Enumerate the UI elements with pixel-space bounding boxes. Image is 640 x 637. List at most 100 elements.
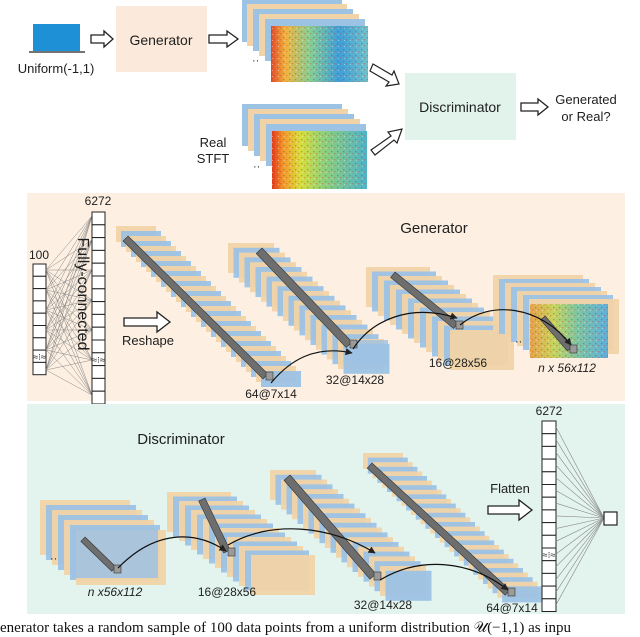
- gen-l1-bar: [122, 235, 269, 380]
- flat-vector-cell: [541, 433, 557, 447]
- fc-vector-cell: [91, 275, 106, 290]
- flatten-arrow: [487, 498, 534, 522]
- flat-vector-cell: [541, 572, 557, 587]
- disc-connector-1: [117, 536, 227, 569]
- noise-input-box: [33, 24, 80, 51]
- generator-to-samples-arrow: [208, 29, 240, 49]
- flat-vector-cell: [541, 496, 557, 511]
- flat-vector-cell: [541, 534, 557, 549]
- fc-vector-cell: [91, 237, 106, 251]
- gen-l4-bar: [540, 315, 573, 352]
- fully-connected-lines: [45, 215, 93, 396]
- flat-vector-cell: [541, 585, 557, 600]
- overview-section: Uniform(-1,1) Generator ·· Discriminator…: [18, 0, 617, 189]
- gen-connector-2: [352, 311, 458, 350]
- disc-l2-map: [251, 555, 315, 595]
- gen-layer-32x14x28: [228, 243, 390, 374]
- disc-l1-bar: [80, 536, 117, 572]
- generator-box-label: Generator: [129, 32, 192, 48]
- fc-vector-cell: [91, 224, 106, 239]
- disc-layer-4-label: 64@7x14: [486, 601, 538, 615]
- svg-text:··: ··: [252, 55, 259, 67]
- flat-vector-ellipsis: ≈⁝≈: [543, 550, 556, 560]
- input-vector-cell: [32, 361, 47, 376]
- flat-vector-cell: [541, 509, 557, 524]
- disc-l3-map: [385, 570, 432, 601]
- disc-connector-3: [379, 563, 509, 591]
- real-sample-stack: ··: [242, 104, 367, 189]
- disc-l1-bar-face: [113, 564, 122, 574]
- generated-sample-stack: ··: [242, 0, 368, 82]
- fc-vector-ellipsis: ≈⁝≈: [92, 355, 105, 365]
- fc-size-label: 6272: [85, 194, 112, 208]
- input-vector-cell: [32, 263, 47, 277]
- discriminator-panel: Discriminator ·· n x56x112 16@28x56 32@1…: [27, 404, 625, 615]
- flatten-label: Flatten: [490, 481, 530, 496]
- disc-layer-3-label: 32@14x28: [354, 598, 413, 612]
- flat-vector-cell: [541, 458, 557, 473]
- fc-vector-cell: [91, 262, 106, 277]
- gen-l4-bar-face: [569, 344, 578, 354]
- disc-layer-1-label: n x56x112: [88, 585, 143, 599]
- output-unit: [603, 511, 618, 526]
- generator-panel: Generator 100 ≈⁝≈ 6272 ≈⁝≈ Fully-connect…: [27, 193, 625, 405]
- svg-text:··: ··: [253, 161, 260, 173]
- input-vector-cell: [32, 275, 47, 290]
- discriminator-panel-title: Discriminator: [137, 431, 225, 448]
- input-vector-cell: [32, 288, 47, 302]
- input-vector-cell: [32, 300, 47, 314]
- disc-l3-bar: [283, 474, 377, 580]
- gen-layer-output: ··: [493, 275, 619, 358]
- real-to-discriminator-arrow: [370, 128, 403, 156]
- svg-text:··: ··: [50, 553, 57, 565]
- fc-vector-cell: [91, 288, 106, 303]
- disc-layer-64x7x14: [363, 453, 543, 603]
- discriminator-box: [405, 73, 516, 140]
- output-connection-lines: [555, 426, 605, 605]
- svg-text:··: ··: [515, 336, 522, 348]
- flat-vector: ≈⁝≈: [541, 420, 557, 612]
- fc-vector-cell: [91, 326, 106, 341]
- gen-l2-front: [352, 340, 388, 365]
- disc-l2-bar: [198, 497, 231, 554]
- output-label-line2: or Real?: [561, 109, 610, 124]
- input-vector-cell: [32, 312, 47, 327]
- fc-vector-cell: [91, 301, 106, 315]
- disc-layer-2-label: 16@28x56: [198, 585, 257, 599]
- gen-layer-16x28x56: [366, 267, 514, 370]
- gen-layer-1-label: 64@7x14: [245, 387, 297, 401]
- flat-vector-cell: [541, 471, 557, 485]
- discriminator-box-label: Discriminator: [419, 99, 501, 115]
- noise-label: Uniform(-1,1): [18, 61, 95, 76]
- fc-vector-cell: [91, 377, 106, 392]
- flat-vector-cell: [541, 420, 557, 435]
- gen-l3-bar-face: [455, 320, 464, 330]
- input-vector-cell: [32, 325, 47, 339]
- input-vector-ellipsis: ≈⁝≈: [33, 352, 46, 362]
- output-label-line1: Generated: [555, 92, 616, 107]
- flat-size-label: 6272: [536, 404, 563, 418]
- fc-vector-cell: [91, 211, 106, 226]
- gen-l3-map: [450, 330, 514, 370]
- fc-vector-cell: [91, 313, 106, 328]
- input-vector: ≈⁝≈: [32, 263, 47, 376]
- fc-vector-cell: [91, 390, 106, 405]
- gen-connector-3: [459, 309, 572, 346]
- discriminator-to-output-arrow: [520, 97, 550, 117]
- gen-l1-bar-face: [265, 371, 274, 381]
- flat-vector-cell: [541, 560, 557, 574]
- gen-layer-2-label: 32@14x28: [326, 373, 385, 387]
- disc-l4-bar-face: [507, 587, 516, 597]
- figure-caption: enerator takes a random sample of 100 da…: [0, 620, 571, 636]
- gen-layer-4-label: n x 56x112: [538, 361, 596, 375]
- flat-vector-cell: [541, 598, 557, 612]
- fc-vector-cell: [91, 249, 106, 264]
- disc-l2-bar-face: [227, 547, 236, 557]
- input-vector-cell: [32, 337, 47, 351]
- fc-vector-cell: [91, 339, 106, 354]
- real-label-line1: Real: [200, 135, 227, 150]
- disc-l4-bar: [366, 462, 511, 596]
- disc-connector-2: [227, 528, 376, 554]
- generated-to-discriminator-arrow: [369, 63, 400, 87]
- flat-vector-cell: [541, 522, 557, 536]
